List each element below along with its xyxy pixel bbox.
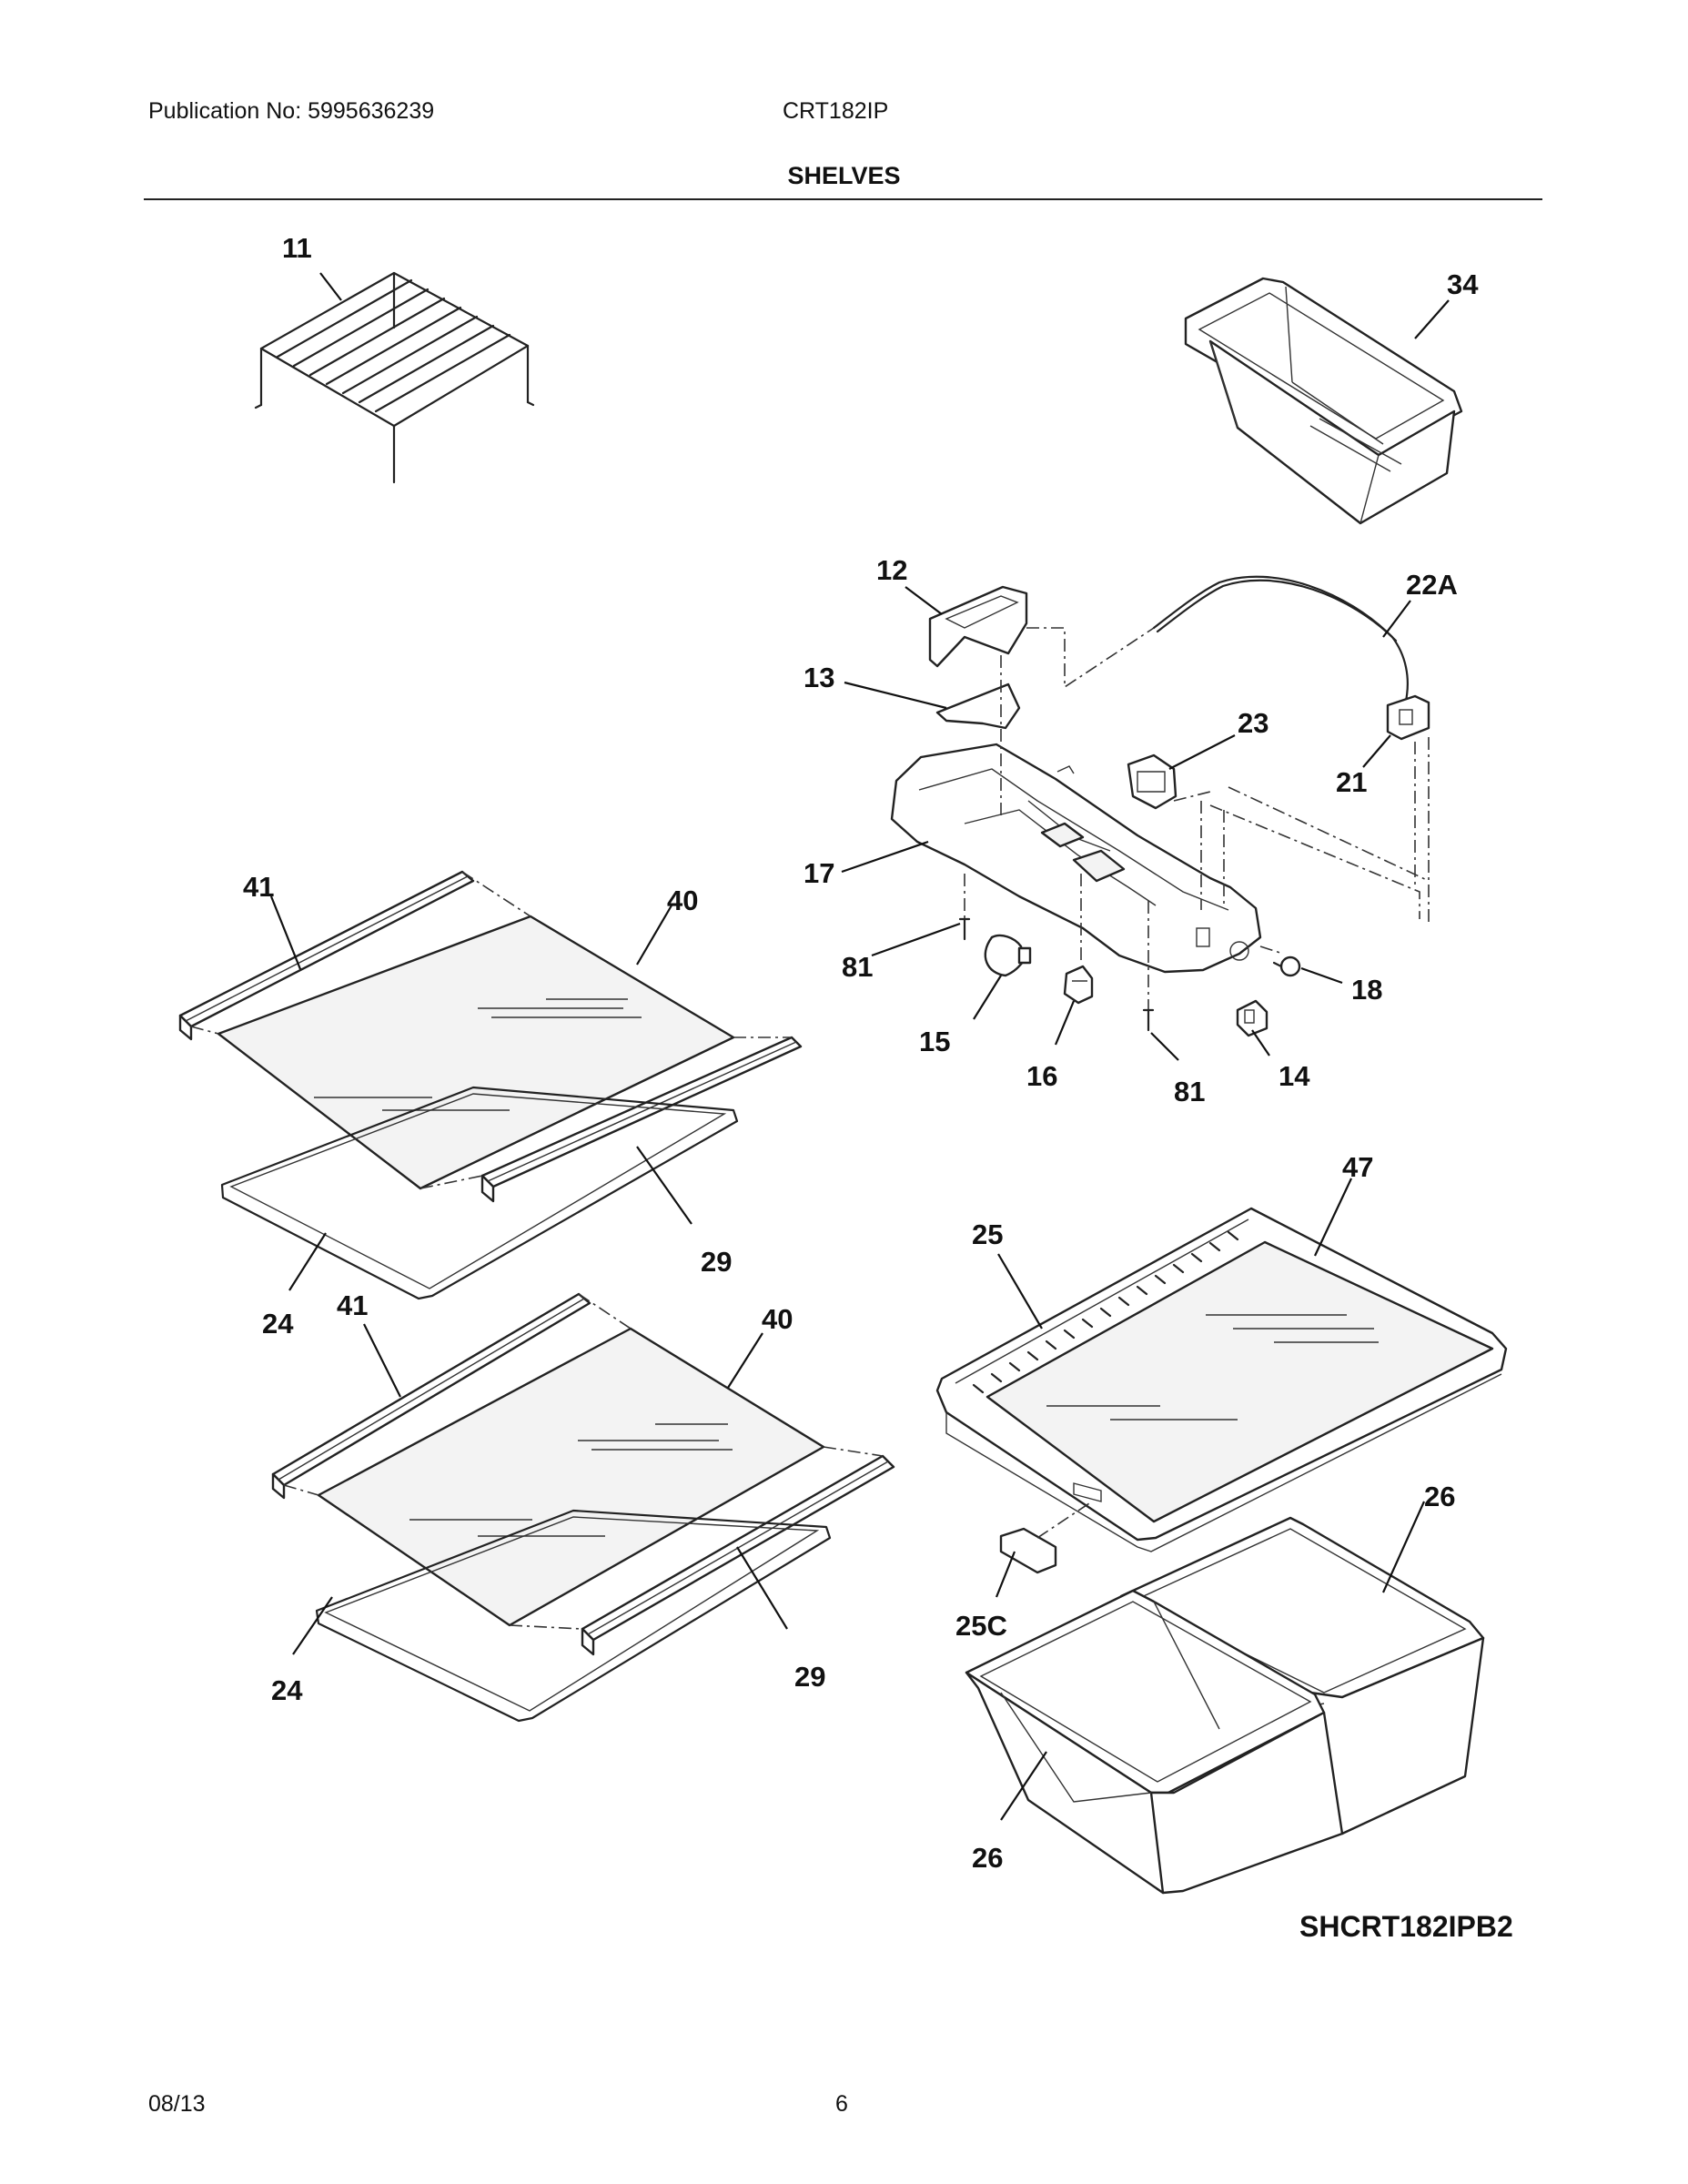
callout-15: 15 [919,1026,950,1057]
part-16-socket [1063,965,1094,1005]
part-21-connector [1386,694,1430,741]
callout-11: 11 [282,232,312,264]
callout-81-left: 81 [842,951,873,983]
part-13-flap [935,682,1021,730]
callout-40-upper: 40 [667,885,698,916]
callout-23: 23 [1238,707,1269,739]
callout-29-upper: 29 [701,1246,732,1278]
part-81-screws [958,917,1155,1032]
part-23-control [1127,753,1178,810]
callout-16: 16 [1026,1060,1057,1092]
callout-41-upper: 41 [243,871,274,903]
page-number: 6 [835,2091,848,2117]
callout-24-lower: 24 [271,1674,303,1706]
part-14-switch [1236,999,1269,1037]
leader-lines [269,272,1450,1821]
callout-21: 21 [1336,766,1367,798]
callout-25: 25 [972,1218,1003,1250]
part-26-crisper-drawers [965,1516,1485,1895]
header-rule [144,198,1542,200]
callout-17: 17 [804,857,834,889]
upper-glass-shelf-assembly [178,870,803,1300]
section-title: SHELVES [787,162,901,189]
part-25-47-crisper-cover [935,1207,1508,1552]
drawing-code: SHCRT182IPB2 [1299,1910,1513,1943]
part-11-wire-shelf [254,271,535,484]
part-17-housing [890,743,1262,974]
callout-47: 47 [1342,1151,1373,1183]
assembly-lines-top [964,627,1430,1010]
callout-26-right: 26 [1424,1481,1455,1512]
model-number: CRT182IP [783,98,889,124]
callout-34: 34 [1447,268,1479,300]
callout-25c: 25C [955,1610,1007,1642]
part-18-knob [1272,956,1301,977]
callout-29-lower: 29 [794,1661,825,1693]
callout-12: 12 [876,554,907,586]
callout-labels: 11 34 12 22A 13 23 21 17 41 40 81 18 15 … [243,232,1513,1943]
callout-13: 13 [804,662,834,693]
footer-date: 08/13 [148,2091,206,2117]
callout-41-lower: 41 [337,1289,368,1321]
callout-26-left: 26 [972,1842,1003,1874]
callout-81-right: 81 [1174,1076,1205,1107]
part-15-bulb [984,934,1032,977]
callout-40-lower: 40 [762,1303,793,1335]
callout-24-upper: 24 [262,1308,294,1340]
part-22a-wire-harness [1152,575,1409,703]
callout-18: 18 [1351,974,1382,1006]
callout-22a: 22A [1406,569,1458,601]
part-12-ice-guide [928,585,1028,668]
part-25c-bracket [999,1501,1093,1574]
lower-glass-shelf-assembly [271,1292,895,1723]
callout-14: 14 [1279,1060,1310,1092]
publication-number: Publication No: 5995636239 [148,98,435,124]
part-34-ice-bin [1184,277,1463,525]
